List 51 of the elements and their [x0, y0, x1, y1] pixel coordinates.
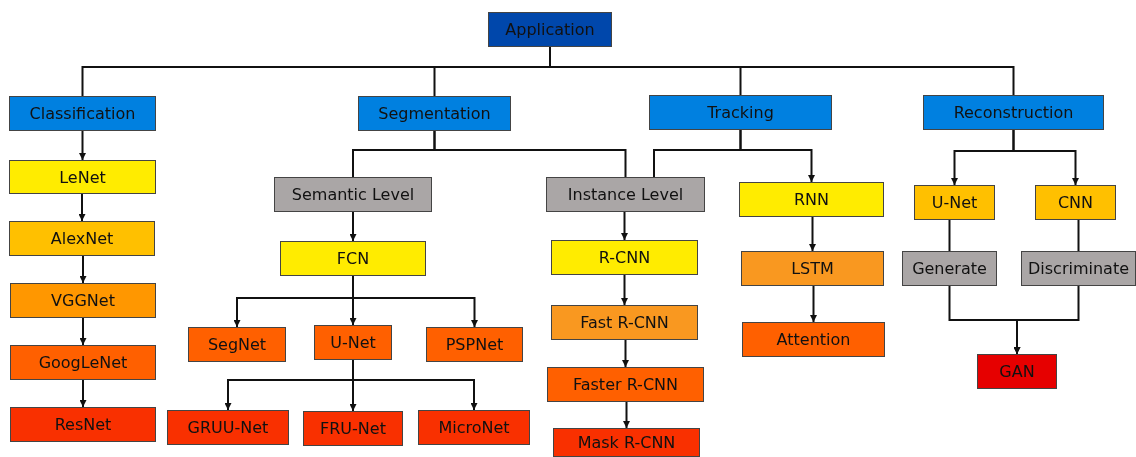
category-box: AlexNet [9, 221, 155, 256]
category-box: GoogLeNet [10, 345, 156, 380]
category-box: Application [488, 12, 612, 47]
category-box: GRUU-Net [167, 410, 289, 445]
category-box: Generate [902, 251, 997, 286]
arrow [621, 274, 628, 306]
arrow [352, 275, 478, 328]
category-box: FRU-Net [303, 411, 403, 446]
category-box: Mask R-CNN [553, 428, 700, 457]
category-box: GAN [977, 354, 1057, 389]
category-box: Discriminate [1021, 251, 1136, 286]
arrow [1013, 285, 1080, 355]
category-box: CNN [1035, 185, 1116, 220]
category-box: U-Net [914, 185, 995, 220]
category-box: PSPNet [426, 327, 523, 362]
arrow [810, 285, 817, 323]
category-box: FCN [280, 241, 426, 276]
category-box: LeNet [9, 160, 156, 194]
category-box: Fast R-CNN [551, 305, 698, 340]
arrow [623, 401, 630, 429]
category-box: MicroNet [418, 410, 530, 445]
category-box: ResNet [10, 407, 156, 442]
category-box: Attention [742, 322, 885, 357]
arrow [622, 339, 629, 368]
arrow [739, 129, 815, 183]
arrow [79, 130, 86, 161]
arrow [78, 193, 86, 222]
category-box: LSTM [741, 251, 884, 286]
arrow [79, 255, 87, 284]
arrow [349, 211, 357, 242]
category-box: VGGNet [10, 283, 156, 318]
connector-line [948, 219, 951, 252]
arrow [79, 379, 87, 408]
category-box: Segmentation [358, 96, 511, 131]
category-box: U-Net [314, 325, 392, 360]
arrow [79, 317, 87, 346]
arrow [1012, 129, 1079, 186]
category-box: SegNet [188, 327, 286, 362]
category-box: Tracking [649, 95, 832, 130]
arrow [352, 359, 478, 411]
connector-line [1077, 219, 1080, 252]
category-box: Semantic Level [274, 177, 432, 212]
arrow [621, 211, 628, 241]
category-box: Reconstruction [923, 95, 1104, 130]
category-box: R-CNN [551, 240, 698, 275]
connector-line [433, 130, 627, 178]
arrow [809, 216, 816, 252]
category-box: Classification [9, 96, 156, 131]
category-box: Faster R-CNN [547, 367, 704, 402]
category-box: RNN [739, 182, 884, 217]
category-box: Instance Level [546, 177, 705, 212]
